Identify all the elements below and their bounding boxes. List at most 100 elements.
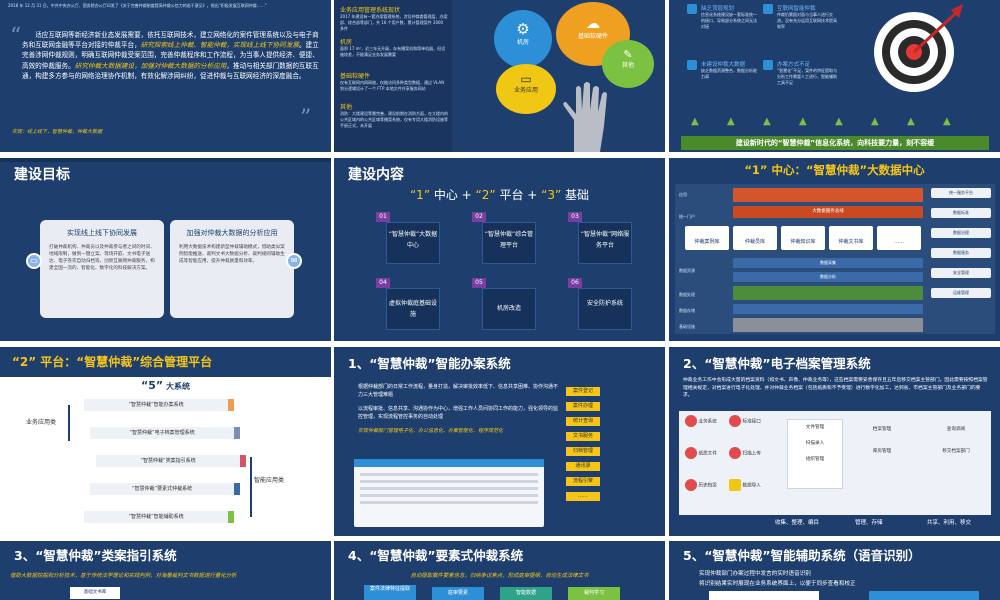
slide-data-center[interactable]: “1” 中心：“智慧仲裁”大数据中心 应用 统一门户 数据资源 数据处理 数据存… bbox=[669, 158, 1000, 341]
goal-card-2: 加强对仲裁大数据的分析应用 利用大数据技术构建新型仲裁辅助模式，借助类似案例智能… bbox=[170, 220, 294, 318]
slide-archive[interactable]: 2、“智慧仲裁”电子档案管理系统 仲裁业务工作中会形成大量的档案资料（如文书、声… bbox=[669, 347, 1000, 536]
status-p4: 消防：大楼建设等需完善，建设前期在消防方面，在大楼内的公共区域内的公共区域等播案… bbox=[340, 111, 448, 128]
quote-open-icon: “ bbox=[10, 24, 22, 49]
status-h2: 机房 bbox=[340, 39, 353, 46]
menu-workflow[interactable]: 流程引擎 bbox=[566, 477, 600, 486]
status-h3: 基础软硬件 bbox=[340, 73, 371, 80]
menu-contacts[interactable]: 通讯录 bbox=[566, 462, 600, 471]
flow-manage-box: 文件管理 扫描录入 组织管理 bbox=[787, 419, 843, 489]
scan-icon bbox=[729, 447, 741, 459]
status-h1: 业务应用管理系统现状 bbox=[340, 7, 401, 14]
lib-more[interactable]: …… bbox=[877, 226, 921, 250]
menu-statistics[interactable]: 统计查询 bbox=[566, 417, 600, 426]
slide-current-status[interactable]: 业务应用管理系统现状 2017 年建设有一套办案管理系统，涉及仲裁委管理层、办案… bbox=[334, 0, 665, 152]
right-column: 统一服务平台 数据标准 数据治理 数据服务 安全管理 运维管理 bbox=[931, 188, 991, 332]
slide-platform[interactable]: “2” 平台：“智慧仲裁”综合管理平台 “5” 大系统 业务应用类 智能应用类 … bbox=[0, 347, 331, 536]
paper-icon bbox=[685, 447, 697, 459]
policy-source-line: 2018 年 12 月 31 日，中共中央办公厅、国务院办公厅印发了《关于完善仲… bbox=[8, 3, 267, 8]
menu-document[interactable]: 文书服务 bbox=[566, 432, 600, 441]
lib-case[interactable]: 仲裁案例库 bbox=[685, 226, 729, 250]
target-icon bbox=[874, 4, 963, 92]
document-lib-badge[interactable]: 基础文书库 bbox=[70, 587, 120, 599]
slide-case-guide[interactable]: 3、“智慧仲裁”类案指引系统 借助大数据挖掘和分析技术，基于传统法学理论和实践判… bbox=[0, 541, 331, 600]
slide-problems[interactable]: 缺乏顶层规划 信息化系统建设缺一套标准统一的接口，导致部分系统之间无法对接 互联… bbox=[669, 0, 1000, 152]
content-item-6[interactable]: 06 安全防护系统 bbox=[568, 278, 648, 336]
flow-paper[interactable]: 纸质文件 bbox=[685, 447, 717, 459]
content-item-4[interactable]: 04 虚拟仲裁庭基础设施 bbox=[376, 278, 456, 336]
bullet-3: 实现仲裁部门管理电子化、办公信息化、办案智能化、程序规范化 bbox=[358, 428, 504, 434]
bullet-2: 以流程审批、信息共享、沟通协作为中心，增强工作人员间协同工作的能力，强化领导的监… bbox=[358, 406, 559, 420]
slide-goals[interactable]: 建设目标 实现线上线下协同发展 打破仲裁机构、仲裁员以及仲裁参与者之间的时间、地… bbox=[0, 158, 331, 341]
office-screenshot bbox=[354, 459, 544, 527]
bubble-business: ▭ 业务应用 bbox=[496, 64, 556, 114]
assist-title: 5、“智慧仲裁”智能辅助系统（语音识别） bbox=[683, 548, 921, 563]
menu-case-handle[interactable]: 案件办理 bbox=[566, 402, 600, 411]
flow-share: 查询调阅 移交档案部门 bbox=[942, 427, 970, 454]
problem-c-text: 缺乏数据资源整合，数据分析能力弱 bbox=[701, 68, 757, 79]
smart-apps-label: 智能应用类 bbox=[254, 477, 285, 484]
infra-layer bbox=[733, 318, 923, 332]
menu-case-register[interactable]: 案件登记 bbox=[566, 387, 600, 396]
slide-contents[interactable]: 建设内容 “1” 中心 + “2” 平台 + “3” 基础 01 “智慧仲裁”大… bbox=[334, 158, 665, 341]
service-bus: 大数据服务总线 bbox=[733, 206, 923, 218]
datacenter-title: “1” 中心：“智慧仲裁”大数据中心 bbox=[744, 163, 925, 177]
assist-bullet-2: 将识别结果实时展现在业务系统界面上，以便于同步查看和校正 bbox=[699, 581, 856, 587]
system-row-4[interactable]: “智慧仲裁”要素式仲裁系统 bbox=[90, 483, 240, 495]
system-row-3[interactable]: “智慧仲裁”类案指引系统 bbox=[96, 455, 246, 467]
contents-items: 01 “智慧仲裁”大数据中心 02 “智慧仲裁”综合管理平台 03 “智慧仲裁”… bbox=[376, 212, 632, 332]
problem-banner: 建设新时代的“智慧仲裁”信息化系统，向科技要力量，刻不容缓 bbox=[681, 136, 989, 150]
slide-assist[interactable]: 5、“智慧仲裁”智能辅助系统（语音识别） 实现仲裁部门办案过程中发言的实时语音识… bbox=[669, 541, 1000, 600]
content-item-5[interactable]: 05 机房改造 bbox=[472, 278, 552, 336]
problem-a-text: 信息化系统建设缺一套标准统一的接口，导致部分系统之间无法对接 bbox=[701, 12, 757, 29]
element-sub: 自动提取案件要素信息，归纳争议焦点，形成庭审提纲，自动生成法律文书 bbox=[410, 573, 589, 579]
app-layer bbox=[733, 188, 923, 202]
menu-more[interactable]: …… bbox=[566, 492, 600, 501]
platform-subtitle: “5” 大系统 bbox=[141, 379, 190, 392]
slide-smart-office[interactable]: 1、“智慧仲裁”智能办案系统 根据仲裁部门的日常工作流程，量身打造，解决审批效率… bbox=[334, 347, 665, 536]
archive-title: 2、“智慧仲裁”电子档案管理系统 bbox=[683, 356, 871, 371]
lib-arbitrator[interactable]: 仲裁员库 bbox=[733, 226, 777, 250]
flow-interface[interactable]: 标准接口 bbox=[729, 415, 761, 427]
contents-subtitle: “1” 中心 + “2” 平台 + “3” 基础 bbox=[409, 188, 590, 202]
status-p1: 2017 年建设有一套办案管理系统，涉及仲裁委管理层、办案部、综合部等部门，共 … bbox=[340, 14, 448, 31]
smart-office-bullets: 根据仲裁部门的日常工作流程，量身打造，解决审批效率低下、信息共享困难、协作沟通不… bbox=[358, 383, 558, 435]
status-p2: 面积 17 m²，近三年无升级，存有播案机和简单机器，但设施较差，不能满足业务发… bbox=[340, 46, 446, 57]
caption-manage: 管理、存储 bbox=[855, 520, 883, 526]
flow-scan[interactable]: 扫描上传 bbox=[729, 447, 761, 459]
problem-icon-a bbox=[687, 4, 697, 14]
lib-document[interactable]: 仲裁文书库 bbox=[829, 226, 873, 250]
system-row-1[interactable]: “智慧仲裁”智能办案系统 bbox=[84, 399, 234, 411]
menu-archive[interactable]: 归档管理 bbox=[566, 447, 600, 456]
slide-policy[interactable]: 2018 年 12 月 31 日，中共中央办公厅、国务院办公厅印发了《关于完善仲… bbox=[0, 0, 331, 152]
status-text-panel: 业务应用管理系统现状 2017 年建设有一套办案管理系统，涉及仲裁委管理层、办案… bbox=[334, 0, 452, 152]
element-box-3[interactable]: 智能数据 bbox=[500, 587, 552, 600]
case-guide-sub: 借助大数据挖掘和分析技术，基于传统法学理论和实践判例，对海量裁判文书数据进行量化… bbox=[10, 573, 237, 579]
data-analysis: 数据分析 bbox=[733, 272, 923, 282]
problem-icon-b bbox=[763, 4, 773, 14]
flow-history[interactable]: 历史档案 bbox=[685, 479, 717, 491]
platform-panel: “5” 大系统 业务应用类 智能应用类 “智慧仲裁”智能办案系统 “智慧仲裁”电… bbox=[0, 377, 331, 536]
monitor-icon: ▭ bbox=[26, 253, 42, 269]
assist-panel-left bbox=[709, 591, 819, 600]
flow-business[interactable]: 业务系统 bbox=[685, 415, 717, 427]
problem-d-text: “智慧化”不足，案件的特征提取与分析工作需要人工进行，智能辅助工具不足 bbox=[777, 68, 838, 85]
element-box-4[interactable]: 裁判学习 bbox=[568, 587, 620, 600]
history-icon bbox=[685, 479, 697, 491]
content-item-3[interactable]: 03 “智慧仲裁”网络服务平台 bbox=[568, 212, 648, 270]
content-item-2[interactable]: 02 “智慧仲裁”综合管理平台 bbox=[472, 212, 552, 270]
element-box-2[interactable]: 庭审要素 bbox=[432, 587, 484, 600]
flow-import[interactable]: 数据导入 bbox=[729, 479, 761, 491]
system-row-2[interactable]: “智慧仲裁”电子档案管理系统 bbox=[90, 427, 240, 439]
content-item-1[interactable]: 01 “智慧仲裁”大数据中心 bbox=[376, 212, 456, 270]
problem-b-title: 互联网智能仲裁 bbox=[777, 6, 816, 12]
title-divider bbox=[0, 158, 331, 162]
bubble-software: ☁ 基础软硬件 bbox=[556, 2, 630, 66]
problem-c-title: 未建设仲裁大数据 bbox=[701, 62, 746, 68]
status-h4: 其他 bbox=[340, 104, 353, 111]
mail-icon: ✉ bbox=[286, 253, 302, 269]
growth-arrows: ▲ ▲ ▲ ▲ ▲ ▲ ▲ ▲ bbox=[691, 116, 951, 127]
system-row-5[interactable]: “智慧仲裁”智能辅助系统 bbox=[84, 511, 234, 523]
slide-element-arbitration[interactable]: 4、“智慧仲裁”要素式仲裁系统 自动提取案件要素信息，归纳争议焦点，形成庭审提纲… bbox=[334, 541, 665, 600]
element-box-1[interactable]: 案件法律特征提取 bbox=[364, 585, 416, 600]
lib-knowledge[interactable]: 仲裁知识库 bbox=[781, 226, 825, 250]
